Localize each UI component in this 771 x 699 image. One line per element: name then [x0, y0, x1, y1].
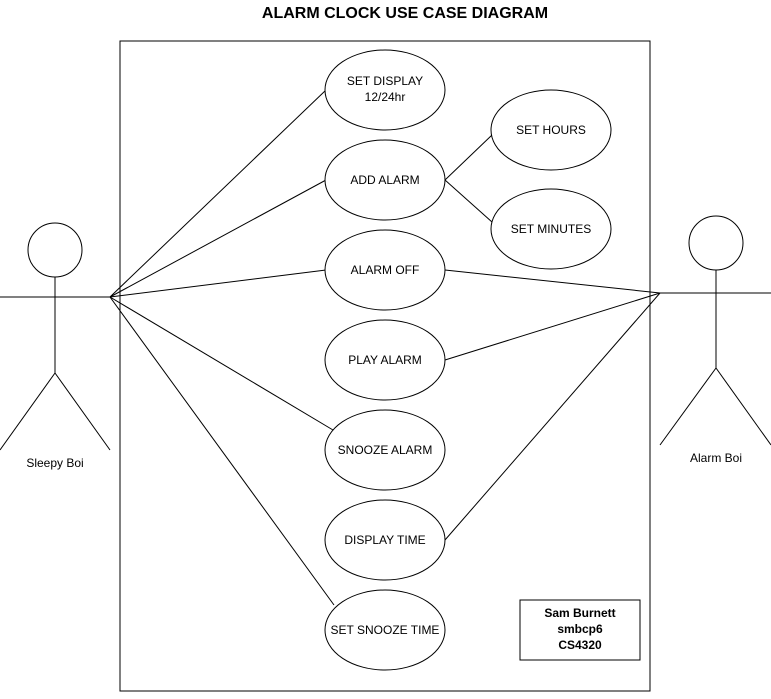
actor-left-leg [659, 367, 717, 446]
use-case-set-snooze-time: SET SNOOZE TIME [324, 589, 446, 671]
author-name: Sam Burnett [544, 606, 615, 620]
use-case-alarm-off: ALARM OFF [324, 229, 446, 311]
use-case-ellipse [324, 589, 446, 671]
use-case-ellipse [490, 89, 612, 171]
assoc-sleepy-set-snooze-time [109, 296, 335, 606]
assoc-sleepy-snooze-alarm [109, 296, 334, 431]
use-case-ellipse [324, 319, 446, 401]
use-case-label: SET SNOOZE TIME [331, 623, 440, 637]
right-actor-associations [444, 269, 661, 541]
use-case-label: DISPLAY TIME [344, 533, 425, 547]
use-case-ellipse [324, 139, 446, 221]
actor-label-sleepy-boi: Sleepy Boi [26, 456, 83, 470]
use-case-label-line2: 12/24hr [365, 90, 406, 104]
assoc-alarmboi-play-alarm [444, 292, 661, 361]
left-actor-associations [109, 89, 335, 606]
use-case-snooze-alarm: SNOOZE ALARM [324, 409, 446, 491]
use-case-play-alarm: PLAY ALARM [324, 319, 446, 401]
use-case-display-time: DISPLAY TIME [324, 499, 446, 581]
assoc-alarmboi-alarm-off [444, 269, 661, 294]
use-case-set-minutes: SET MINUTES [490, 188, 612, 270]
use-case-ellipse [324, 409, 446, 491]
author-box-border [519, 599, 641, 661]
use-case-ellipse [490, 188, 612, 270]
use-case-label: ALARM OFF [351, 263, 420, 277]
assoc-sleepy-set-display [109, 89, 327, 298]
use-case-set-hours: SET HOURS [490, 89, 612, 171]
use-case-ellipse [324, 499, 446, 581]
system-boundary [119, 40, 651, 692]
assoc-add-alarm-set-minutes [444, 179, 493, 223]
actor-alarm-boi [659, 215, 771, 446]
add-alarm-relations [444, 134, 493, 223]
author-box: Sam Burnett smbcp6 CS4320 [519, 599, 641, 661]
assoc-add-alarm-set-hours [444, 134, 493, 181]
assoc-sleepy-alarm-off [109, 269, 327, 298]
actor-sleepy-boi [0, 222, 111, 451]
use-case-label-line1: SET DISPLAY [347, 74, 423, 88]
use-case-label: SET HOURS [516, 123, 586, 137]
actor-head [688, 215, 744, 271]
use-case-add-alarm: ADD ALARM [324, 139, 446, 221]
actor-left-leg [0, 372, 56, 451]
author-id: smbcp6 [557, 622, 603, 636]
use-case-label: SNOOZE ALARM [338, 443, 433, 457]
actor-label-alarm-boi: Alarm Boi [690, 451, 742, 465]
actor-right-leg [715, 367, 771, 446]
actor-right-leg [54, 372, 111, 451]
use-case-ellipse [324, 49, 446, 131]
diagram-title: ALARM CLOCK USE CASE DIAGRAM [261, 5, 549, 22]
assoc-alarmboi-display-time [444, 292, 661, 541]
use-case-label: SET MINUTES [511, 222, 591, 236]
use-case-label: PLAY ALARM [348, 353, 422, 367]
use-case-label: ADD ALARM [350, 173, 419, 187]
use-case-set-display: SET DISPLAY 12/24hr [324, 49, 446, 131]
use-case-ellipse [324, 229, 446, 311]
actor-head [27, 222, 83, 278]
assoc-sleepy-add-alarm [109, 179, 327, 298]
author-course: CS4320 [558, 638, 602, 652]
